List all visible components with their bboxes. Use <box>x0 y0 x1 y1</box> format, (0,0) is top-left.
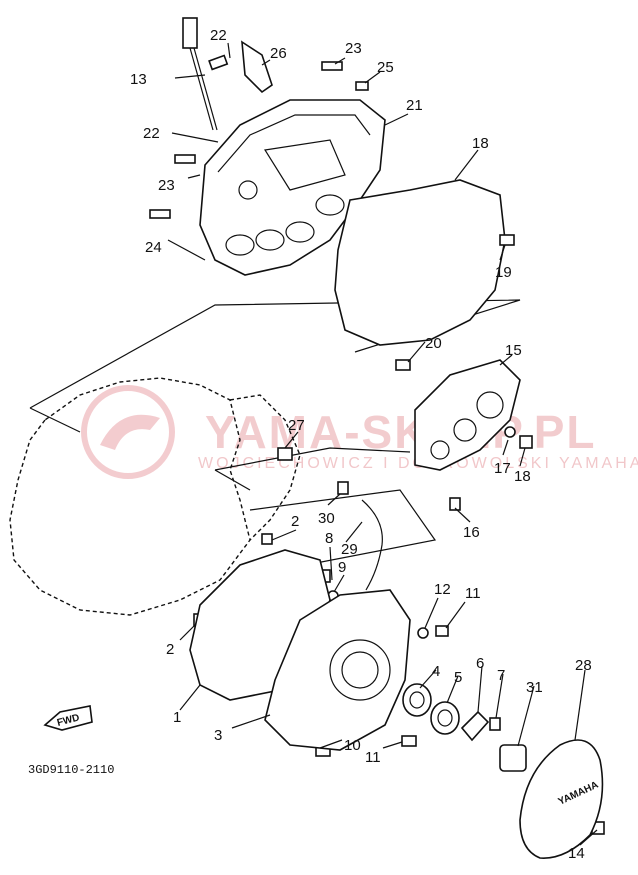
callout-26: 27 <box>288 417 305 434</box>
callout-22-upper: 22 <box>210 27 227 44</box>
callout-9: 9 <box>338 559 346 576</box>
clutch-cover-gasket <box>334 179 506 346</box>
callout-23-upper: 23 <box>345 40 362 57</box>
watermark-logo-mark-icon <box>100 414 160 450</box>
bushing <box>499 744 527 772</box>
diagram-code: 3GD9110-2110 <box>28 763 114 777</box>
callout-6: 6 <box>476 655 484 672</box>
callout-24: 25 <box>377 59 394 76</box>
clutch-cover <box>199 99 386 276</box>
callout-22-lower: 23 <box>158 177 175 194</box>
callout-31: 31 <box>526 679 543 696</box>
washer-icon <box>417 627 429 639</box>
callout-28: 14 <box>568 845 585 862</box>
oil-dipstick <box>182 17 218 131</box>
callout-23-lower: 24 <box>145 239 162 256</box>
callout-20: 13 <box>130 71 147 88</box>
sprocket-cover-hole-icon <box>453 418 477 442</box>
callout-13: 15 <box>505 342 522 359</box>
callout-14: 16 <box>463 524 480 541</box>
callout-leaders <box>167 42 598 846</box>
crankcase-inner-edge <box>229 394 301 541</box>
sprocket-cover-hole-icon <box>476 391 504 419</box>
forward-direction-arrow: FWD <box>43 705 93 731</box>
callout-18-lower: 20 <box>425 335 442 352</box>
callout-7: 7 <box>497 667 505 684</box>
callout-27: 28 <box>575 657 592 674</box>
callout-11-lower: 11 <box>365 749 381 766</box>
callout-17: 18 <box>472 135 489 152</box>
callouts: 13 22 23 24 22 26 23 25 21 18 19 20 15 2… <box>130 27 592 862</box>
callout-11-upper: 11 <box>465 585 481 602</box>
crankcase-cover <box>264 589 411 751</box>
watermark-brand: YAMA-SKLEP.PL <box>205 406 597 458</box>
callout-3: 3 <box>214 727 222 744</box>
callout-1: 1 <box>173 709 181 726</box>
callout-10: 10 <box>344 737 361 754</box>
oil-pipe <box>361 499 383 591</box>
washer-icon <box>504 426 516 438</box>
bracket <box>241 40 273 94</box>
callout-21: 22 <box>143 125 160 142</box>
oil-seal-icon <box>402 683 432 717</box>
sprocket-cover <box>414 359 521 471</box>
callout-5: 5 <box>454 669 462 686</box>
callout-2-lower: 2 <box>166 641 174 658</box>
sprocket-cover-hole-icon <box>430 440 450 460</box>
callout-18-upper: 19 <box>495 264 512 281</box>
retainer-plate <box>460 710 490 742</box>
callout-15: 17 <box>494 460 511 477</box>
callout-25: 26 <box>270 45 287 62</box>
callout-8: 8 <box>325 530 333 547</box>
callout-12: 12 <box>434 581 451 598</box>
watermark: YAMA-SKLEP.PL WOJCIECHOWICZ I DOBROWOLSK… <box>81 385 638 479</box>
callout-4: 4 <box>432 663 440 680</box>
crankcase-outline <box>9 377 251 616</box>
callout-29: 29 <box>341 541 358 558</box>
bearing-icon <box>430 701 460 735</box>
watermark-logo-icon <box>81 385 175 479</box>
callout-30: 30 <box>318 510 335 527</box>
callout-16: 18 <box>514 468 531 485</box>
callout-19: 21 <box>406 97 423 114</box>
callout-2-upper: 2 <box>291 513 299 530</box>
outer-cover: YAMAHA <box>519 739 604 859</box>
